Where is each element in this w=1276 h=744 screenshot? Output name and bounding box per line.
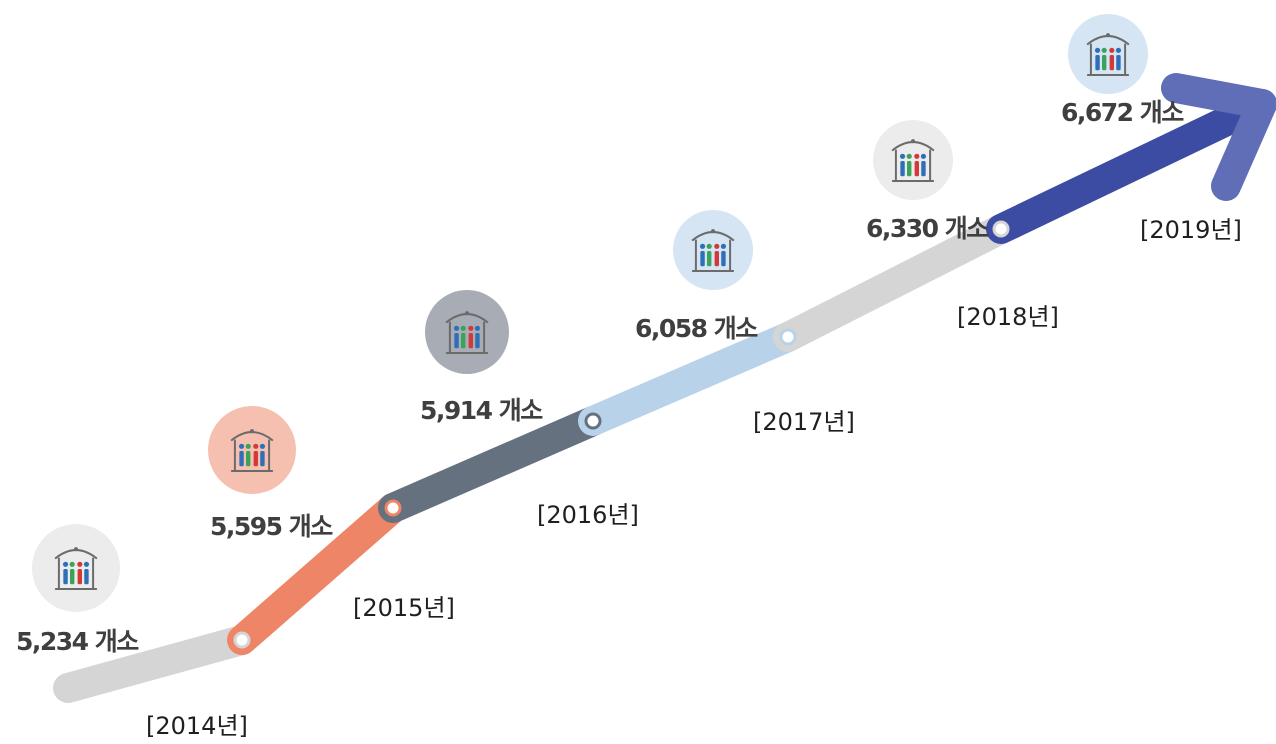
- library-gate-icon: [445, 311, 489, 354]
- value-label: 6,330 개소: [866, 214, 989, 243]
- year-label: [2019년]: [1140, 216, 1242, 244]
- library-gate-icon: [691, 229, 735, 272]
- year-label: [2014년]: [146, 712, 248, 740]
- point-2014: [233, 631, 251, 649]
- point-2016: [584, 412, 602, 430]
- segment-2014: [53, 625, 257, 703]
- badge-2019: [1068, 14, 1148, 94]
- badge-2018: [873, 120, 953, 200]
- value-label: 6,672 개소: [1061, 98, 1184, 127]
- segment-2015: [227, 493, 408, 655]
- point-2015: [384, 499, 402, 517]
- year-label: [2017년]: [753, 408, 855, 436]
- value-label: 5,914 개소: [420, 396, 543, 425]
- badge-2014: [32, 524, 120, 612]
- badge-2017: [673, 210, 753, 290]
- value-label: 5,234 개소: [16, 627, 139, 656]
- segment-2016: [378, 406, 608, 523]
- segment-2019: [986, 89, 1276, 244]
- library-gate-icon: [1086, 33, 1130, 76]
- library-gate-icon: [230, 429, 274, 472]
- arrowhead-top-stroke: [1161, 73, 1276, 119]
- point-2018: [992, 220, 1010, 238]
- value-label: 5,595 개소: [210, 512, 333, 541]
- badge-2015: [208, 406, 296, 494]
- library-gate-icon: [54, 547, 98, 590]
- point-2017: [779, 328, 797, 346]
- segment-2018: [773, 214, 1016, 352]
- segment-2017: [578, 322, 803, 436]
- badge-2016: [425, 290, 509, 374]
- year-label: [2018년]: [957, 303, 1059, 331]
- value-label: 6,058 개소: [635, 314, 758, 343]
- year-label: [2016년]: [537, 501, 639, 529]
- library-gate-icon: [891, 139, 935, 182]
- year-label: [2015년]: [353, 594, 455, 622]
